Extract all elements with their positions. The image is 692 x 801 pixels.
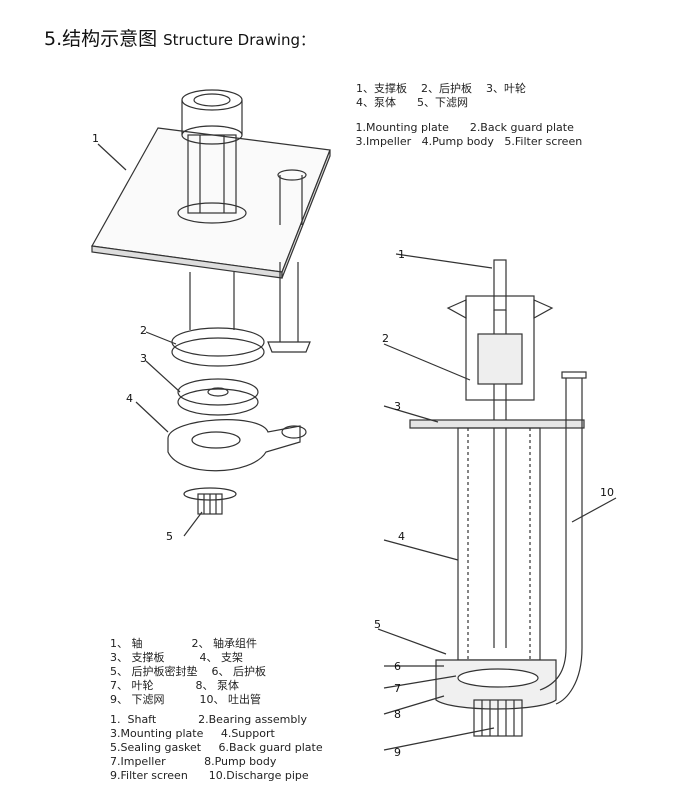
callout-right-2: 2: [382, 332, 389, 345]
impeller: [177, 378, 259, 406]
callout-left-3: 3: [140, 352, 147, 365]
callout-left-1: 1: [92, 132, 99, 145]
legend-top-cn: 1、支撑板 2、后护板 3、叶轮 4、泵体 5、下滤网: [356, 82, 526, 109]
callout-right-1: 1: [398, 248, 405, 261]
bearing-assembly: [465, 295, 535, 401]
shaft-top: [493, 259, 507, 311]
bearing-housing: [187, 134, 237, 214]
support: [457, 427, 541, 661]
legend-top-en: 1.Mounting plate 2.Back guard plate 3.Im…: [355, 121, 583, 148]
callout-right-5: 5: [374, 618, 381, 631]
callout-right-10: 10: [600, 486, 614, 499]
page-title: 5.结构示意图 Structure Drawing：: [44, 24, 315, 51]
callout-right-4: 4: [398, 530, 405, 543]
callout-right-9: 9: [394, 746, 401, 759]
exploded-view: [91, 89, 331, 537]
title-en: Structure Drawing：: [163, 31, 316, 49]
callout-left-2: 2: [140, 324, 147, 337]
callouts-right: 1 2 3 4 5 6 7 8 9 10: [374, 248, 614, 759]
legend-bottom-cn: 1、 轴 2、 轴承组件 3、 支撑板 4、 支架 5、 后护板密封垫 6、 后…: [110, 637, 266, 706]
callouts-left: 1 2 3 4 5: [92, 132, 173, 543]
callout-right-6: 6: [394, 660, 401, 673]
title-cn: 5.结构示意图: [44, 28, 158, 50]
callout-right-8: 8: [394, 708, 401, 721]
callout-right-7: 7: [394, 682, 401, 695]
legend-bottom-en: 1. Shaft 2.Bearing assembly 3.Mounting p…: [110, 713, 323, 782]
callout-right-3: 3: [394, 400, 401, 413]
sectional-view: [377, 253, 617, 751]
callout-left-5: 5: [166, 530, 173, 543]
callout-left-4: 4: [126, 392, 133, 405]
pump-body: [167, 419, 301, 472]
